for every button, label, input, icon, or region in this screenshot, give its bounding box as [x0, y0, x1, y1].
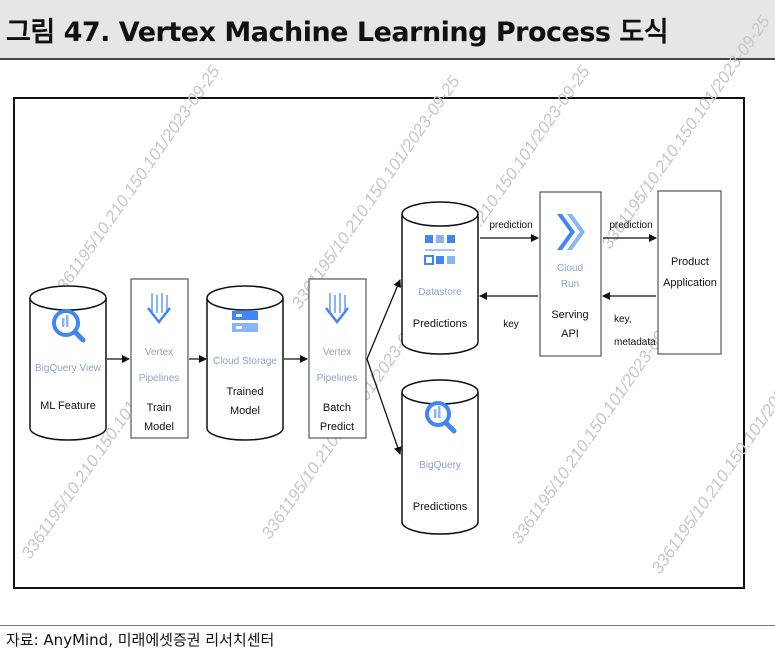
- predictions-label: Predictions: [413, 318, 468, 330]
- train-label: Train: [147, 402, 172, 414]
- datastore-node: Datastore Predictions: [401, 201, 479, 355]
- cloud-run-icon: [557, 214, 585, 250]
- edge-label-metadata: metadata: [614, 337, 656, 348]
- datastore-icon: [424, 235, 455, 265]
- title-rule: [0, 58, 775, 60]
- product-label: Product: [671, 256, 709, 268]
- pipelines-service-label: Pipelines: [317, 373, 358, 384]
- watermark: 3361195/10.210.150.101/2023-09-25: [648, 337, 775, 577]
- footer-rule: [0, 625, 775, 626]
- trained-label: Trained: [227, 386, 264, 398]
- api-label: API: [561, 328, 579, 340]
- bigquery-view-node: BigQuery View ML Feature: [29, 285, 107, 441]
- edge-label-key: key,: [614, 314, 632, 325]
- model-label: Model: [144, 421, 174, 433]
- vertex-service-label: Vertex: [323, 347, 351, 358]
- connector-layer: [107, 234, 657, 455]
- edge-label-key: key: [503, 319, 519, 330]
- edge-label-prediction: prediction: [609, 220, 652, 231]
- model-label: Model: [230, 405, 260, 417]
- vertex-service-label: Vertex: [145, 347, 173, 358]
- arrow-batch-to-bigquery: [366, 358, 402, 455]
- bigquery-view-service-label: BigQuery View: [35, 363, 102, 374]
- source-note: 자료: AnyMind, 미래에셋증권 리서치센터: [6, 631, 275, 649]
- bigquery-service-label: BigQuery: [419, 460, 461, 471]
- title-bar: 그림 47. Vertex Machine Learning Process 도…: [0, 0, 775, 58]
- vertex-pipelines-icon: [147, 293, 171, 325]
- edge-label-prediction: prediction: [489, 220, 532, 231]
- cloud-storage-node: Cloud Storage Trained Model: [206, 285, 284, 441]
- watermark: 3361195/10.210.150.101/2023-09-25: [48, 62, 224, 302]
- datastore-service-label: Datastore: [418, 287, 462, 298]
- serving-label: Serving: [551, 309, 588, 321]
- application-label: Application: [663, 277, 717, 289]
- vertex-train-node: Vertex Pipelines Train Model: [130, 278, 189, 439]
- ml-feature-label: ML Feature: [40, 400, 96, 412]
- bigquery-icon: [425, 401, 457, 434]
- cloud-service-label: Cloud: [557, 263, 583, 274]
- predictions-label: Predictions: [413, 501, 468, 513]
- bigquery-predictions-node: BigQuery Predictions: [401, 379, 479, 535]
- arrow-batch-to-datastore: [366, 279, 401, 360]
- batch-label: Batch: [323, 402, 351, 414]
- figure-title: 그림 47. Vertex Machine Learning Process 도…: [6, 17, 669, 48]
- run-service-label: Run: [561, 279, 579, 290]
- vertex-batch-node: Vertex Pipelines Batch Predict: [308, 278, 367, 439]
- vertex-pipelines-icon: [325, 293, 349, 325]
- product-application-node: Product Application: [657, 190, 722, 355]
- bigquery-icon: [52, 309, 86, 343]
- pipelines-service-label: Pipelines: [139, 373, 180, 384]
- diagram-frame: [13, 97, 745, 589]
- cloud-run-node: Cloud Run Serving API: [539, 191, 602, 357]
- cloud-storage-service-label: Cloud Storage: [213, 356, 277, 367]
- predict-label: Predict: [320, 421, 354, 433]
- cloud-storage-icon: [232, 311, 258, 332]
